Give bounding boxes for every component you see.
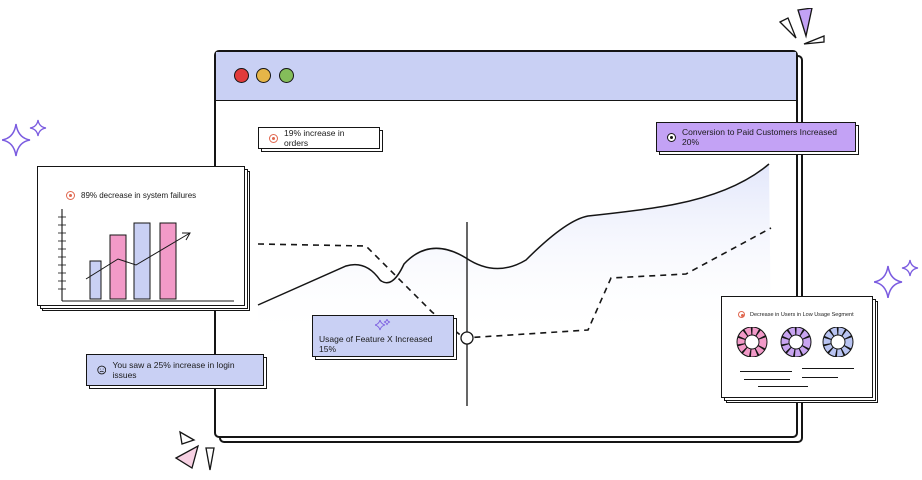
maximize-dot-icon[interactable] [279, 68, 294, 83]
conversion-callout-text: Conversion to Paid Customers Increased 2… [682, 127, 837, 147]
failures-card-title: 89% decrease in system failures [81, 191, 197, 200]
segment-ring [737, 327, 767, 357]
text-placeholder-line [802, 377, 838, 378]
trend-line-solid [257, 163, 770, 306]
trend-area [258, 164, 771, 340]
text-placeholder-line [740, 371, 792, 372]
text-placeholder-line [744, 379, 790, 380]
close-dot-icon[interactable] [234, 68, 249, 83]
low-usage-tag-icon [738, 311, 745, 318]
trend-arrow [85, 232, 191, 280]
text-placeholder-line [758, 386, 808, 387]
segment-ring [823, 327, 853, 357]
low-usage-card: Decrease in Users in Low Usage Segment [721, 296, 873, 398]
feature-usage-callout: Usage of Feature X Increased 15% [312, 315, 454, 357]
orders-tag-icon [269, 133, 278, 143]
segment-ring [781, 327, 811, 357]
low-usage-card-header: Decrease in Users in Low Usage Segment [738, 311, 854, 318]
text-placeholder-line [802, 368, 854, 369]
sparkle-icon-left [2, 119, 47, 157]
failures-bar [89, 260, 102, 300]
burst-icon-top [778, 8, 825, 45]
orders-callout-text: 19% increase in orders [284, 128, 345, 148]
conversion-callout: Conversion to Paid Customers Increased 2… [656, 122, 856, 152]
sparkle-icon-right [874, 259, 919, 298]
failures-card: 89% decrease in system failures [37, 166, 245, 306]
sparkle-small-icon [375, 318, 391, 330]
minimize-dot-icon[interactable] [256, 68, 271, 83]
failures-bar [109, 234, 127, 300]
feature-usage-callout-text: Usage of Feature X Increased 15% [319, 333, 433, 354]
cursor-handle [460, 331, 474, 345]
login-issues-callout: You saw a 25% increase in login issues [86, 354, 264, 386]
low-usage-card-title: Decrease in Users in Low Usage Segment [750, 311, 854, 318]
orders-callout: 19% increase in orders [258, 127, 380, 149]
window-titlebar [216, 52, 796, 101]
conversion-tag-icon [667, 132, 676, 142]
failures-tag-icon [66, 191, 75, 200]
failures-card-header: 89% decrease in system failures [66, 191, 196, 200]
failures-bar-chart [58, 209, 234, 302]
trend-chart [257, 163, 772, 406]
burst-icon-bottom [174, 430, 215, 471]
sad-face-icon [97, 365, 107, 375]
trend-line-dashed [257, 227, 772, 339]
failures-bar [159, 222, 177, 300]
segment-rings [736, 327, 854, 357]
login-issues-callout-text: You saw a 25% increase in login issues [112, 360, 235, 380]
